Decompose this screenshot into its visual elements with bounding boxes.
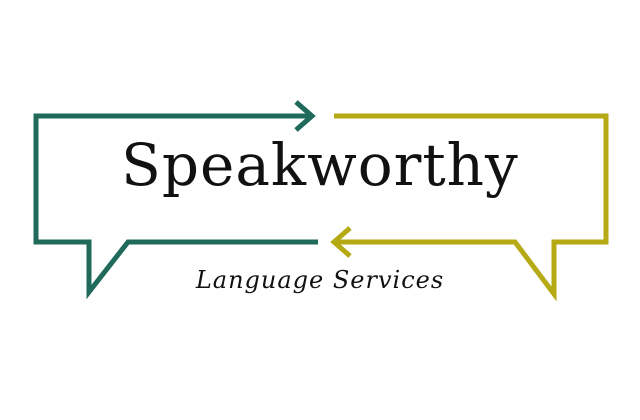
brand-name: Speakworthy [121,131,519,199]
speech-bubble-left-icon [33,113,318,300]
arrow-right-icon [294,100,316,132]
arrow-left-icon [330,226,352,258]
speech-bubble-right-icon [334,113,609,302]
tagline: Language Services [195,266,445,294]
